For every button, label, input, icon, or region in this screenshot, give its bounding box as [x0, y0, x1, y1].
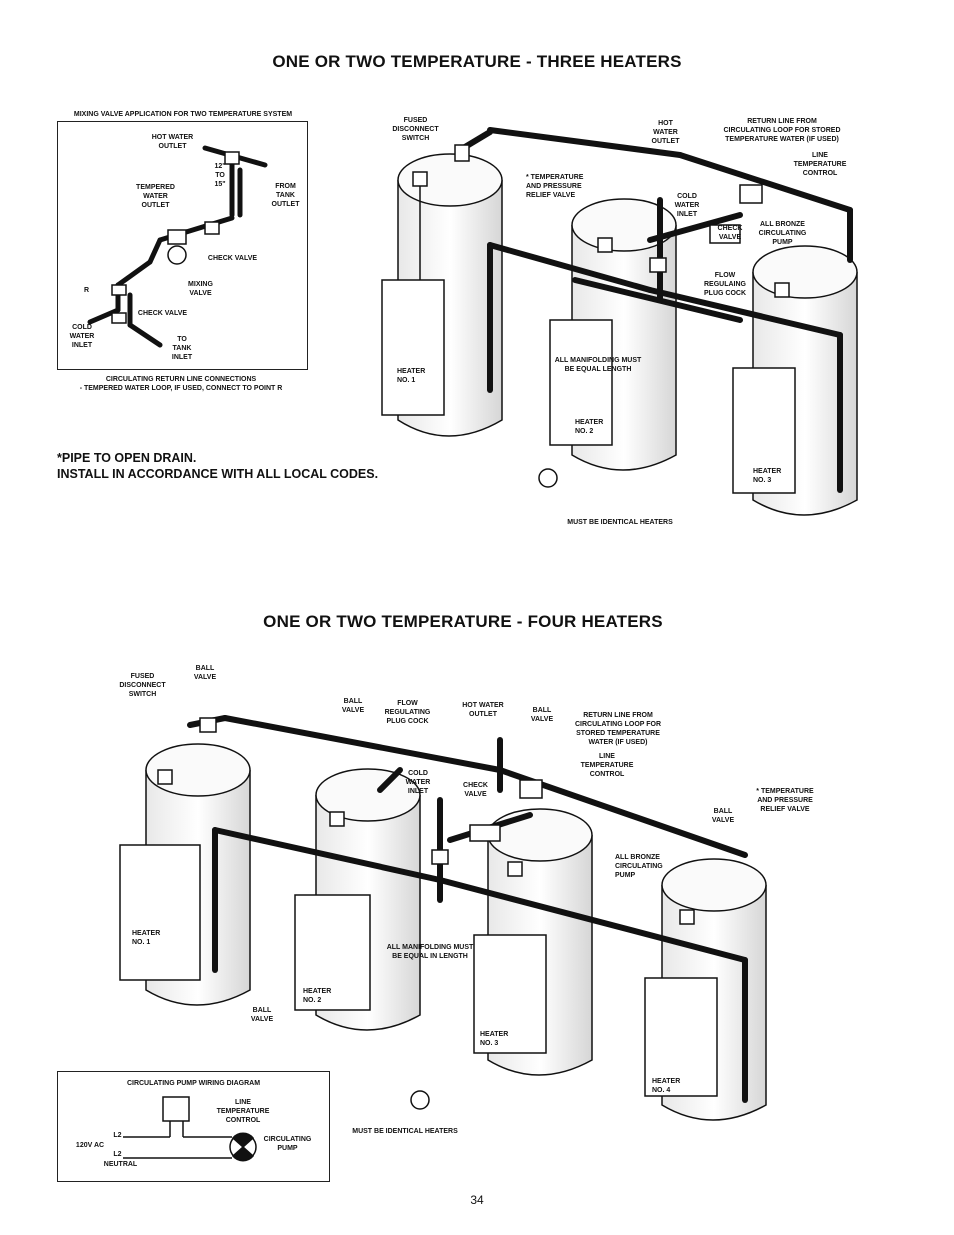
- b-ball-valve-5: BALL VALVE: [250, 1007, 274, 1023]
- heater-1-panel: [381, 279, 445, 416]
- b-ball-valve-4: BALL VALVE: [711, 808, 735, 824]
- b-line-temp-control: LINE TEMPERATURE CONTROL: [580, 753, 634, 778]
- b-ball-valve-top: BALL VALVE: [193, 665, 217, 681]
- t-check-valve: CHECK VALVE: [717, 225, 743, 241]
- t-all-bronze-pump: ALL BRONZE CIRCULATING PUMP: [758, 221, 807, 246]
- inset-footer: CIRCULATING RETURN LINE CONNECTIONS - TE…: [79, 376, 283, 392]
- inset-distance: 12" TO 15": [214, 163, 226, 188]
- b-heater-4-panel: [644, 977, 718, 1097]
- three-heaters-title: ONE OR TWO TEMPERATURE - THREE HEATERS: [272, 52, 682, 71]
- inset-check-valve-2: CHECK VALVE: [137, 310, 188, 317]
- b-return-line: RETURN LINE FROM CIRCULATING LOOP FOR ST…: [574, 712, 662, 746]
- wiring-voltage: 120V AC: [75, 1142, 105, 1149]
- wiring-title: CIRCULATING PUMP WIRING DIAGRAM: [126, 1080, 261, 1087]
- wiring-circulating-pump: CIRCULATING PUMP: [263, 1136, 312, 1152]
- b-heater-3-panel: [473, 934, 547, 1054]
- t-cold-water-inlet: COLD WATER INLET: [674, 193, 700, 218]
- t-tp-relief: * TEMPERATURE AND PRESSURE RELIEF VALVE: [526, 174, 584, 199]
- wiring-diagram-box: [57, 1071, 330, 1182]
- top-pipe-fittings: [454, 144, 763, 488]
- b-identical-heaters: MUST BE IDENTICAL HEATERS: [352, 1128, 458, 1135]
- t-hot-water-outlet: HOT WATER OUTLET: [651, 120, 680, 145]
- inset-check-valve-1: CHECK VALVE: [207, 255, 258, 262]
- t-identical-heaters: MUST BE IDENTICAL HEATERS: [567, 519, 673, 526]
- b-heater-1-switch: [157, 769, 173, 785]
- inset-hot-water-outlet: HOT WATER OUTLET: [151, 134, 194, 150]
- wiring-l2-top: L2: [113, 1132, 122, 1139]
- t-fused-disconnect: FUSED DISCONNECT SWITCH: [392, 117, 439, 142]
- b-all-bronze-pump: ALL BRONZE CIRCULATING PUMP: [615, 854, 663, 879]
- b-heater-1-panel: [119, 844, 201, 981]
- install-codes-note: INSTALL IN ACCORDANCE WITH ALL LOCAL COD…: [57, 467, 379, 481]
- heater-2-panel: [549, 319, 613, 446]
- b-hot-water-outlet: HOT WATER OUTLET: [462, 702, 504, 718]
- b-tp-relief: * TEMPERATURE AND PRESSURE RELIEF VALVE: [756, 788, 814, 813]
- b-manifolding: ALL MANIFOLDING MUST BE EQUAL IN LENGTH: [386, 944, 474, 960]
- b-heater-1-label: HEATER NO. 1: [132, 930, 161, 946]
- heater-2-switch: [597, 237, 613, 253]
- heater-3-panel: [732, 367, 796, 494]
- t-heater-3-label: HEATER NO. 3: [753, 468, 782, 484]
- b-ball-valve-3: BALL VALVE: [530, 707, 554, 723]
- inset-fittings: [111, 151, 240, 324]
- bottom-pipe-fittings: [199, 717, 543, 1110]
- page-number: 34: [470, 1193, 484, 1207]
- wiring-neutral: NEUTRAL: [103, 1161, 138, 1168]
- inset-to-tank-inlet: TO TANK INLET: [171, 336, 193, 361]
- heater-1-switch: [412, 171, 428, 187]
- inset-mixing-valve: MIXING VALVE: [188, 281, 213, 297]
- wiring-l2-bottom: L2: [113, 1151, 122, 1158]
- wiring-drawing: [123, 1096, 257, 1162]
- b-heater-2-label: HEATER NO. 2: [303, 988, 332, 1004]
- pipe-to-drain-note: *PIPE TO OPEN DRAIN.: [57, 451, 197, 465]
- b-heater-2-panel: [294, 894, 371, 1011]
- b-heater-3-label: HEATER NO. 3: [480, 1031, 509, 1047]
- b-heater-4-label: HEATER NO. 4: [652, 1078, 681, 1094]
- four-heaters-title: ONE OR TWO TEMPERATURE - FOUR HEATERS: [263, 612, 663, 631]
- inset-tempered-water-outlet: TEMPERED WATER OUTLET: [136, 184, 175, 209]
- mixing-valve-inset: [57, 121, 308, 370]
- b-fused-disconnect: FUSED DISCONNECT SWITCH: [119, 673, 166, 698]
- inset-cold-water-inlet: COLD WATER INLET: [69, 324, 95, 349]
- b-cold-water-inlet: COLD WATER INLET: [405, 770, 431, 795]
- b-check-valve: CHECK VALVE: [463, 782, 488, 798]
- t-heater-2-label: HEATER NO. 2: [575, 419, 604, 435]
- inset-piping: [87, 145, 268, 348]
- b-heater-2-switch: [329, 811, 345, 827]
- t-manifolding: ALL MANIFOLDING MUST BE EQUAL LENGTH: [554, 357, 642, 373]
- b-heater-4-switch: [679, 909, 695, 925]
- t-line-temp-control: LINE TEMPERATURE CONTROL: [793, 152, 847, 177]
- wiring-line-temp-control: LINE TEMPERATURE CONTROL: [216, 1099, 270, 1124]
- top-piping: [457, 127, 853, 493]
- b-ball-valve-2: BALL VALVE: [341, 698, 365, 714]
- t-return-line: RETURN LINE FROM CIRCULATING LOOP FOR ST…: [723, 118, 841, 143]
- b-flow-regulating: FLOW REGULATING PLUG COCK: [384, 700, 431, 725]
- inset-from-tank-outlet: FROM TANK OUTLET: [271, 183, 300, 208]
- heater-3-switch: [774, 282, 790, 298]
- inset-title: MIXING VALVE APPLICATION FOR TWO TEMPERA…: [73, 111, 293, 118]
- b-heater-3-switch: [507, 861, 523, 877]
- inset-r-point: R: [84, 287, 90, 294]
- t-flow-regulating: FLOW REGULAING PLUG COCK: [704, 272, 746, 297]
- t-heater-1-label: HEATER NO. 1: [397, 368, 426, 384]
